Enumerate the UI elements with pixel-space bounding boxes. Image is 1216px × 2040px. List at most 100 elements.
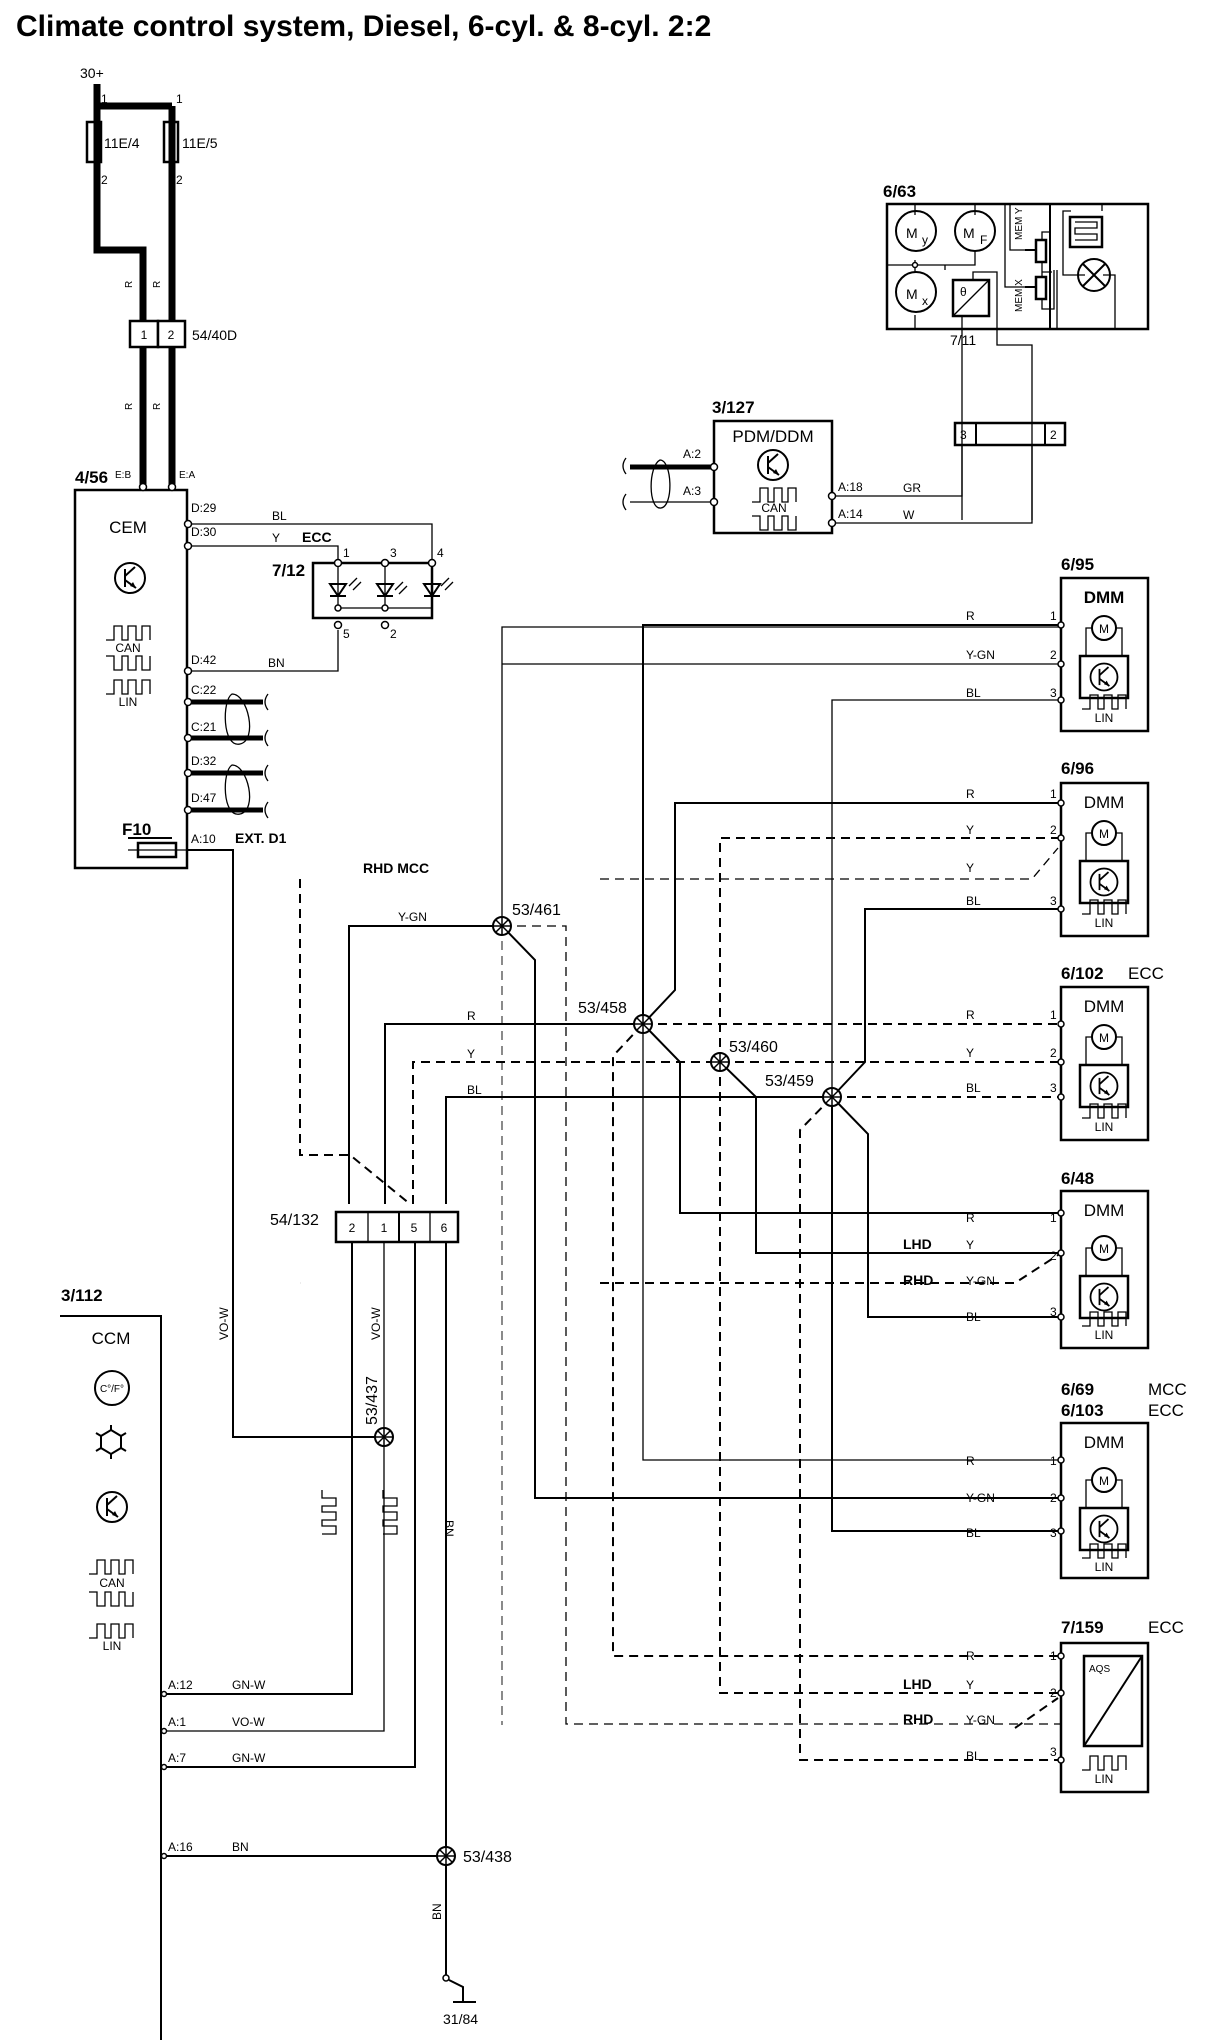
- motor-label: M: [906, 286, 918, 302]
- pin-label: E:B: [115, 470, 131, 481]
- dmm-6-48: 6/48 DMM LIN 1 2 3 R LHD Y RHD Y-GN BL: [903, 1169, 1150, 1350]
- cem-module: 4/56 E:B E:A CEM CAN LIN F10 D:29 D:30 D…: [73, 468, 287, 870]
- pin-number: 1: [381, 1221, 388, 1235]
- pin-label: A:7: [168, 1751, 186, 1765]
- component-id: 7/12: [272, 561, 305, 580]
- pin-label: D:47: [191, 791, 217, 805]
- connector-54-40d-pin: [156, 319, 187, 349]
- wire-label: Y-GN: [966, 1491, 995, 1505]
- wire-label: BN: [232, 1840, 249, 1854]
- pin-number: 2: [1050, 1046, 1057, 1060]
- fuse-pin: 1: [101, 92, 108, 106]
- wire-label: Y-GN: [966, 1713, 995, 1727]
- wire-label: Y-GN: [966, 648, 995, 662]
- variant-label: MCC: [1148, 1380, 1187, 1399]
- supply-section: 30+ 1 1 11E/4 11E/5 2 2 R R R R 1 2 54/4…: [80, 65, 237, 488]
- component-name: DMM: [1084, 588, 1125, 607]
- splice-label: 53/461: [512, 902, 561, 919]
- pin-number: 2: [168, 328, 175, 342]
- motor-icon: [895, 210, 937, 252]
- pin-number: 2: [1050, 1686, 1057, 1700]
- dmm-motor-icon: [1080, 1025, 1128, 1107]
- pin-number: 1: [1050, 1008, 1057, 1022]
- wire-label: BN: [268, 656, 285, 670]
- pin-number: 1: [1050, 787, 1057, 801]
- pin-number: 3: [1050, 1745, 1057, 1759]
- component-name: DMM: [1084, 1433, 1125, 1452]
- component-name: DMM: [1084, 997, 1125, 1016]
- lin-signal-icon: [321, 1489, 337, 1535]
- pin-label: D:32: [191, 754, 217, 768]
- cem-box: [73, 488, 189, 870]
- bus-label: CAN: [761, 501, 786, 515]
- wire-label: GN-W: [232, 1678, 266, 1692]
- pin-label: C:21: [191, 720, 217, 734]
- temp-sensor-icon: [951, 278, 991, 318]
- wire-label: BL: [467, 1083, 482, 1097]
- aqs-sensor: 7/159 ECC AQS LIN 1 2 3 R LHD Y RHD Y-GN…: [903, 1618, 1184, 1794]
- wire-label: BL: [272, 509, 287, 523]
- splice-label: 53/460: [729, 1039, 778, 1056]
- splice-53-460: 53/460: [710, 1039, 778, 1072]
- fuse-pin: 2: [176, 173, 183, 187]
- pdm-box: [712, 419, 834, 535]
- pin-number: 2: [1050, 1249, 1057, 1263]
- fuse-label: 11E/5: [182, 135, 218, 151]
- wire-label: Y: [966, 861, 974, 875]
- wire-label: R: [124, 281, 135, 288]
- page-title: Climate control system, Diesel, 6-cyl. &…: [16, 10, 711, 43]
- variant-label: ECC: [1128, 964, 1164, 983]
- lin-signal-icon: [88, 1623, 134, 1639]
- splice-label: 53/438: [463, 1849, 512, 1866]
- pin-label: C:22: [191, 683, 217, 697]
- pin-number: 1: [141, 328, 148, 342]
- fuse-pin: 1: [176, 92, 183, 106]
- wire-label: R: [966, 787, 975, 801]
- fuse-pin: 2: [101, 173, 108, 187]
- lin-signal-icon: [382, 1489, 398, 1535]
- pin-label: D:29: [191, 501, 217, 515]
- rhd-label: RHD: [903, 1711, 933, 1727]
- splice-label: 53/458: [578, 1000, 627, 1017]
- pin-label: A:3: [683, 484, 701, 498]
- wire-label: Y-GN: [398, 910, 427, 924]
- pin-number: 6: [441, 1221, 448, 1235]
- ground-label: 31/84: [443, 2011, 478, 2027]
- bus-label: LIN: [1095, 1120, 1114, 1134]
- wire-label: BL: [966, 894, 981, 908]
- pin-number: 1: [1050, 609, 1057, 623]
- pin-number: 2: [1050, 1491, 1057, 1505]
- splice-53-459: 53/459: [765, 1073, 842, 1107]
- wire-label: R: [152, 281, 163, 288]
- pin-number: 5: [343, 627, 350, 641]
- dmm-motor-icon: [1080, 1236, 1128, 1318]
- connector-54-132: 54/132 2 1 5 6: [270, 1210, 460, 1244]
- dmm-motor-icon: [1080, 821, 1128, 903]
- splice-53-438: [436, 1846, 456, 1866]
- pin-number: 2: [390, 627, 397, 641]
- component-name: DMM: [1084, 793, 1125, 812]
- fuse-f10-label: F10: [122, 820, 151, 839]
- wire-label: GR: [903, 481, 921, 495]
- splice-53-458: 53/458: [578, 1000, 653, 1034]
- ccm-wiring: VO-W VO-W BN 53/437 53/438 BN 31/84: [163, 849, 512, 2027]
- connector-54-40d-pin: [128, 319, 160, 349]
- pin-label: A:2: [683, 447, 701, 461]
- rhd-mcc-label: RHD MCC: [363, 860, 429, 876]
- transistor-icon: [114, 562, 146, 594]
- bus-wiring: RHD MCC Y-GN R Y BL: [299, 624, 1061, 1761]
- fuse-label: 11E/4: [104, 135, 140, 151]
- pin-label: A:18: [838, 480, 863, 494]
- wire-label: Y: [966, 1238, 974, 1252]
- pin-number: 2: [1050, 648, 1057, 662]
- motor-sub: x: [922, 294, 928, 308]
- pin-number: 3: [1050, 1081, 1057, 1095]
- motor-sub: F: [980, 233, 987, 247]
- splice-label: 53/437: [364, 1376, 381, 1425]
- variant-label: ECC: [302, 529, 332, 545]
- component-id: 6/102: [1061, 964, 1104, 983]
- connector-label: 54/40D: [192, 327, 237, 343]
- wire-label: Y: [966, 1678, 974, 1692]
- wire-label: Y: [467, 1047, 475, 1061]
- pin-number: 3: [1050, 1305, 1057, 1319]
